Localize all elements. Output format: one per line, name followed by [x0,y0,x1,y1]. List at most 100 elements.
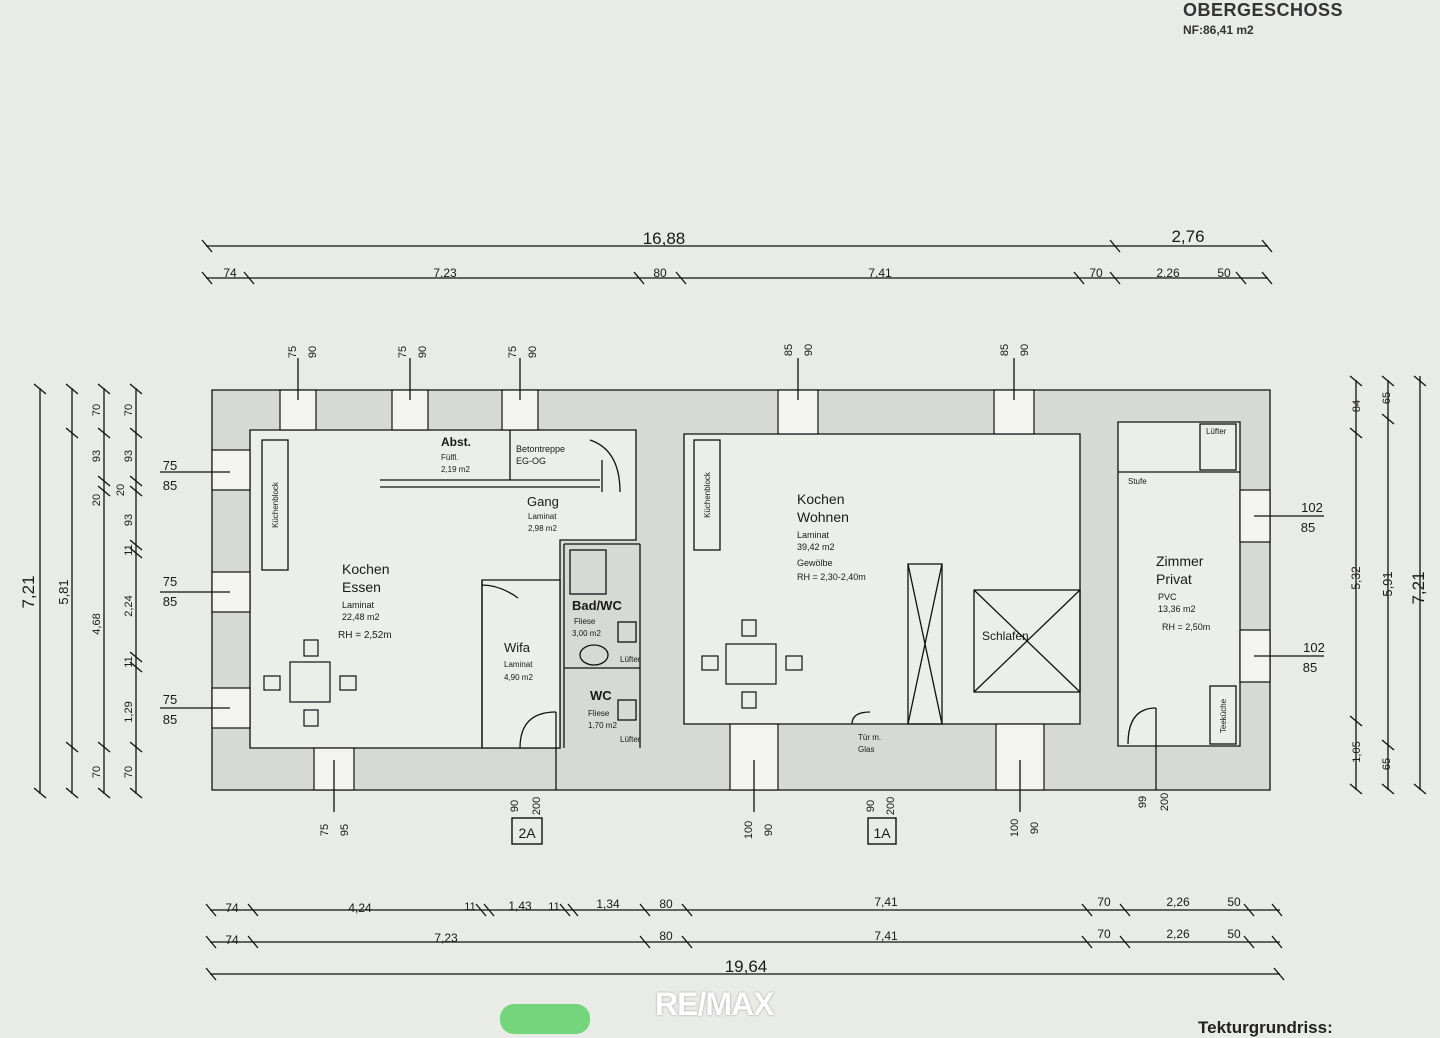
wc-vent: Lüfter [620,735,641,744]
window-dim: 85 [1301,520,1315,535]
window-dim: 85 [163,712,177,727]
chair [701,655,719,671]
window-dim: 90 [307,346,319,358]
dim-top-seg: 70 [1089,266,1103,280]
room-zimmer-name1: Zimmer [1156,553,1204,569]
dim-right-col1: 84 [1351,400,1363,412]
dim-left-col3: 93 [123,514,135,526]
room-gang-floor: Laminat [528,512,557,521]
window-dim: 90 [1019,344,1031,356]
window-dim: 75 [163,458,177,473]
room-ke-name1: Kochen [342,561,389,577]
table-west [289,661,331,703]
dim-bottom-seg: 74 [225,901,239,915]
door-dim: 200 [531,797,543,815]
room-zimmer-area: 13,36 m2 [1158,604,1196,614]
window-dim: 90 [803,344,815,356]
window-dim: 75 [507,346,519,358]
chair [303,709,319,727]
room-wc-floor: Fliese [588,709,610,718]
dim-bottom-seg: 11 [464,901,475,913]
entrance-1a-box [867,817,897,845]
window-dim: 75 [163,574,177,589]
floor-area: NF:86,41 m2 [1183,23,1254,37]
dim-bottom-seg: 80 [659,897,673,911]
dim-top-total: 16,88 [643,229,686,248]
stair-label-1: Betontreppe [516,444,565,454]
dim-right-mid: 5,91 [1380,571,1395,596]
dim-bottom-total: 19,64 [725,957,768,976]
dim-left-col3: 11 [123,656,135,667]
window-dim: 75 [287,346,299,358]
room-abst-floor: Fülfl. [441,453,458,462]
dim-top-seg: 2,26 [1156,266,1180,280]
window-dim: 75 [163,692,177,707]
dim-right-col1: 1,05 [1351,741,1363,762]
dim-left-col3: 70 [123,404,135,416]
door-1a [851,711,871,725]
room-wc-name: WC [590,688,612,703]
room-ke-height: RH = 2,52m [338,630,392,641]
door-dim: 90 [865,800,877,812]
window-dim: 85 [999,344,1011,356]
room-bad-floor: Fliese [574,617,596,626]
bed-cross-2 [973,589,1081,693]
dim-top-seg: 74 [223,266,237,280]
room-wifa-area: 4,90 m2 [504,673,533,682]
room-bad-name: Bad/WC [572,598,622,613]
window-dim: 90 [763,824,775,836]
chair [741,619,757,637]
window-left-1 [211,449,251,491]
bad-vent: Lüfter [620,655,641,664]
room-bad-area: 3,00 m2 [572,629,601,638]
dim-bottom-seg: 80 [659,929,673,943]
plan-text: 16,88 2,76 74 7,23 80 7,41 70 2,26 50 74… [19,227,1428,976]
window-dim: 85 [163,478,177,493]
toilet-wc [617,699,637,721]
dimension-lines [39,245,1421,975]
room-kw-height: RH = 2,30-2,40m [797,572,866,582]
chair [741,691,757,709]
entrance-2a-label: 2A [518,825,536,841]
dim-left-col3: 11 [123,544,135,555]
window-dim: 90 [527,346,539,358]
dim-top-right: 2,76 [1171,227,1204,246]
door-note-2: Glas [858,745,874,754]
window-dim: 85 [163,594,177,609]
teekueche-block [1209,685,1237,745]
dim-top-seg: 7,41 [868,266,892,280]
chair [263,675,281,691]
window-dim: 75 [397,346,409,358]
dim-left-col2: 70 [91,404,103,416]
dim-left-col3: 2,24 [123,595,135,616]
room-kw-area: 39,42 m2 [797,542,835,552]
kuechenblock-label-west: Küchenblock [271,481,280,528]
window-dim: 95 [339,824,351,836]
dim-bottom-seg: 1,43 [508,899,532,913]
east-interior [683,433,1081,725]
table-east [725,643,777,685]
window-dim: 100 [743,821,755,839]
zimmer-kitchen: Teeküche [1219,698,1228,733]
window-dim: 102 [1301,500,1323,515]
dim-top-seg: 80 [653,266,667,280]
entrance-1a-label: 1A [873,825,891,841]
dim-left-col3: 93 [123,450,135,462]
room-kw-name2: Wohnen [797,509,849,525]
door-dim: 200 [1159,793,1171,811]
dim-bottom-seg: 74 [225,933,239,947]
dim-bottom-seg: 70 [1097,927,1111,941]
room-gang-name: Gang [527,494,559,509]
room-ke-area: 22,48 m2 [342,612,380,622]
room-abst-area: 2,19 m2 [441,465,470,474]
dim-bottom-seg: 11 [548,901,559,913]
shower [569,549,607,595]
window-dim: 85 [1303,660,1317,675]
kuechenblock-west [261,439,289,571]
dim-right-outer: 7,21 [1409,571,1428,604]
room-ke-floor: Laminat [342,600,375,610]
dim-top-seg: 50 [1217,266,1231,280]
dim-left-outer: 7,21 [19,575,38,608]
dim-top-seg: 7,23 [433,266,457,280]
dim-ticks [33,239,1427,981]
